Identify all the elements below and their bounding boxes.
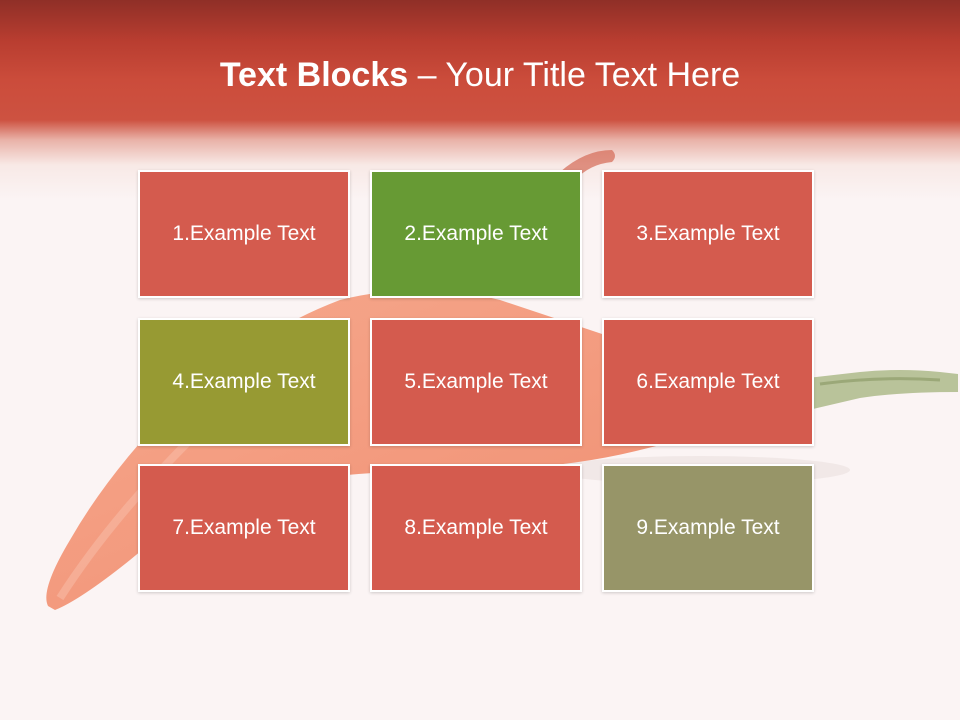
text-block-label: 8.Example Text xyxy=(404,516,548,539)
text-block-label: 4.Example Text xyxy=(172,370,316,393)
text-block-5[interactable]: 5.Example Text xyxy=(370,318,582,446)
text-block-7[interactable]: 7.Example Text xyxy=(138,464,350,592)
title-dash: – xyxy=(417,56,437,94)
header-band xyxy=(0,0,960,200)
text-block-label: 5.Example Text xyxy=(404,370,548,393)
text-block-label: 6.Example Text xyxy=(636,370,780,393)
text-block-label: 1.Example Text xyxy=(172,222,316,245)
title-bold-text: Text Blocks xyxy=(219,56,409,94)
title-rest-text: Your Title Text Here xyxy=(445,56,741,94)
text-block-label: 2.Example Text xyxy=(404,222,548,245)
text-block-3[interactable]: 3.Example Text xyxy=(602,170,814,298)
text-block-4[interactable]: 4.Example Text xyxy=(138,318,350,446)
text-block-label: 9.Example Text xyxy=(636,516,780,539)
text-block-1[interactable]: 1.Example Text xyxy=(138,170,350,298)
text-block-label: 3.Example Text xyxy=(636,222,780,245)
text-block-6[interactable]: 6.Example Text xyxy=(602,318,814,446)
slide-title: Text Blocks – Your Title Text Here xyxy=(0,54,960,96)
text-block-8[interactable]: 8.Example Text xyxy=(370,464,582,592)
text-block-9[interactable]: 9.Example Text xyxy=(602,464,814,592)
text-block-2[interactable]: 2.Example Text xyxy=(370,170,582,298)
text-blocks-grid: 1.Example Text 2.Example Text 3.Example … xyxy=(138,170,816,594)
text-block-label: 7.Example Text xyxy=(172,516,316,539)
